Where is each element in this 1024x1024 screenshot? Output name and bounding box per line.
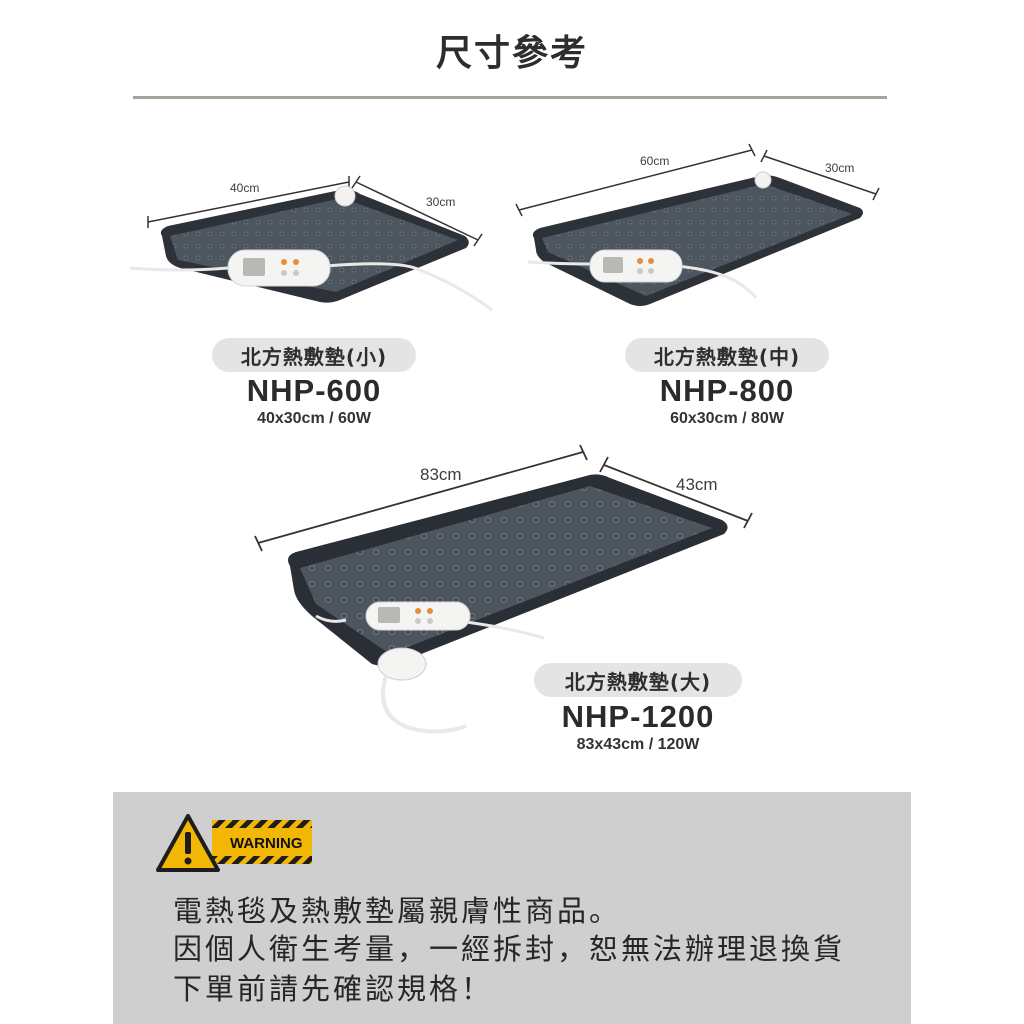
pad-large: 83cm 43cm bbox=[254, 444, 753, 734]
product-name-medium: 北方熱敷墊(中) bbox=[625, 338, 829, 372]
product-name-large: 北方熱敷墊(大) bbox=[534, 663, 742, 697]
title-divider bbox=[133, 96, 887, 99]
product-spec-large: 83x43cm / 120W bbox=[576, 736, 700, 753]
pad-medium: 60cm 30cm bbox=[515, 143, 880, 306]
dim-large-length: 83cm bbox=[420, 465, 462, 484]
product-name-small: 北方熱敷墊(小) bbox=[212, 338, 416, 372]
dim-small-length: 40cm bbox=[230, 181, 259, 195]
warning-triangle-icon bbox=[156, 814, 220, 872]
product-model-small: NHP-600 bbox=[246, 373, 382, 408]
warning-sign: WARNING bbox=[156, 814, 312, 872]
dim-medium-width: 30cm bbox=[825, 161, 854, 175]
dim-large-width: 43cm bbox=[676, 475, 718, 494]
dim-medium-length: 60cm bbox=[640, 154, 669, 168]
product-spec-small: 40x30cm / 60W bbox=[257, 410, 371, 427]
warning-badge-text: WARNING bbox=[230, 835, 303, 852]
pad-small: 40cm 30cm bbox=[129, 175, 493, 312]
dim-small-width: 30cm bbox=[426, 195, 455, 209]
warning-line-1: 電熱毯及熱敷墊屬親膚性商品。 bbox=[173, 894, 622, 928]
product-model-large: NHP-1200 bbox=[561, 699, 715, 734]
warning-line-2: 因個人衛生考量，一經拆封，恕無法辦理退換貨 bbox=[173, 932, 846, 966]
warning-line-3: 下單前請先確認規格！ bbox=[173, 972, 494, 1006]
hazard-stripes-icon: WARNING bbox=[212, 820, 312, 864]
page-title: 尺寸參考 bbox=[435, 33, 588, 74]
product-spec-medium: 60x30cm / 80W bbox=[670, 410, 784, 427]
product-model-medium: NHP-800 bbox=[659, 373, 795, 408]
